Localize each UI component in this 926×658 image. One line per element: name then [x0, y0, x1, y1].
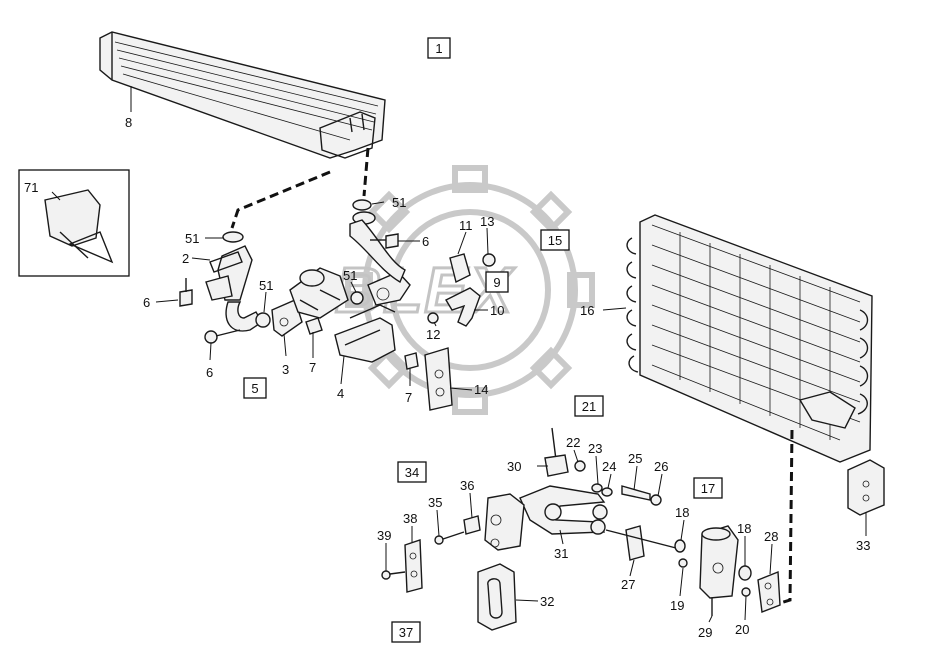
callout-14: 14	[474, 382, 488, 397]
dashed-line-1	[230, 170, 331, 229]
svg-text:34: 34	[405, 465, 419, 480]
callout-11: 11	[459, 218, 473, 233]
callout-18: 18	[737, 521, 751, 536]
callout-13: 13	[480, 214, 494, 229]
callout-51: 51	[392, 195, 406, 210]
group-box-34: 34	[397, 461, 427, 483]
watermark-logo: BLEX	[334, 165, 595, 415]
callout-23: 23	[588, 441, 602, 456]
group-box-5: 5	[243, 377, 267, 399]
svg-text:17: 17	[701, 481, 715, 496]
callout-25: 25	[628, 451, 642, 466]
callout-39: 39	[377, 528, 391, 543]
svg-text:21: 21	[582, 399, 596, 414]
callout-8: 8	[125, 115, 132, 130]
svg-text:15: 15	[548, 233, 562, 248]
valve-assembly	[179, 199, 496, 411]
block-part-33	[847, 459, 885, 516]
callout-2: 2	[182, 251, 189, 266]
callout-18: 18	[675, 505, 689, 520]
callout-36: 36	[460, 478, 474, 493]
callout-31: 31	[554, 546, 568, 561]
callout-7: 7	[309, 360, 316, 375]
leader-lines	[51, 191, 867, 623]
group-box-15: 15	[540, 229, 570, 251]
dashed-line-2	[362, 147, 370, 197]
callout-30: 30	[507, 459, 521, 474]
callout-3: 3	[282, 362, 289, 377]
callout-12: 12	[426, 327, 440, 342]
inset-part-71	[18, 169, 130, 277]
callout-19: 19	[670, 598, 684, 613]
callout-16: 16	[580, 303, 594, 318]
svg-text:1: 1	[435, 41, 442, 56]
group-box-1: 1	[427, 37, 451, 59]
callout-26: 26	[654, 459, 668, 474]
callout-71: 71	[24, 180, 38, 195]
callout-32: 32	[540, 594, 554, 609]
group-box-37: 37	[391, 621, 421, 643]
callout-6: 6	[422, 234, 429, 249]
group-box-17: 17	[693, 477, 723, 499]
group-box-21: 21	[574, 395, 604, 417]
svg-text:9: 9	[493, 275, 500, 290]
lower-assembly	[381, 427, 781, 631]
evaporator-part-16	[626, 214, 873, 463]
heater-core-part-8	[99, 31, 386, 159]
callout-33: 33	[856, 538, 870, 553]
callout-51: 51	[185, 231, 199, 246]
group-box-9: 9	[485, 271, 509, 293]
callout-27: 27	[621, 577, 635, 592]
callout-4: 4	[337, 386, 344, 401]
callout-51: 51	[343, 268, 357, 283]
callout-10: 10	[490, 303, 504, 318]
svg-text:5: 5	[251, 381, 258, 396]
callout-38: 38	[403, 511, 417, 526]
callout-7: 7	[405, 390, 412, 405]
callout-22: 22	[566, 435, 580, 450]
callout-29: 29	[698, 625, 712, 640]
callout-20: 20	[735, 622, 749, 637]
callout-51: 51	[259, 278, 273, 293]
callout-24: 24	[602, 459, 616, 474]
watermark-text: BLEX	[335, 254, 515, 326]
callout-labels: 8 71 51 51 6 2 6 51 51 11 13 6 16 12 10 …	[24, 115, 870, 640]
callout-6: 6	[143, 295, 150, 310]
svg-text:37: 37	[399, 625, 413, 640]
callout-6: 6	[206, 365, 213, 380]
callout-28: 28	[764, 529, 778, 544]
callout-35: 35	[428, 495, 442, 510]
